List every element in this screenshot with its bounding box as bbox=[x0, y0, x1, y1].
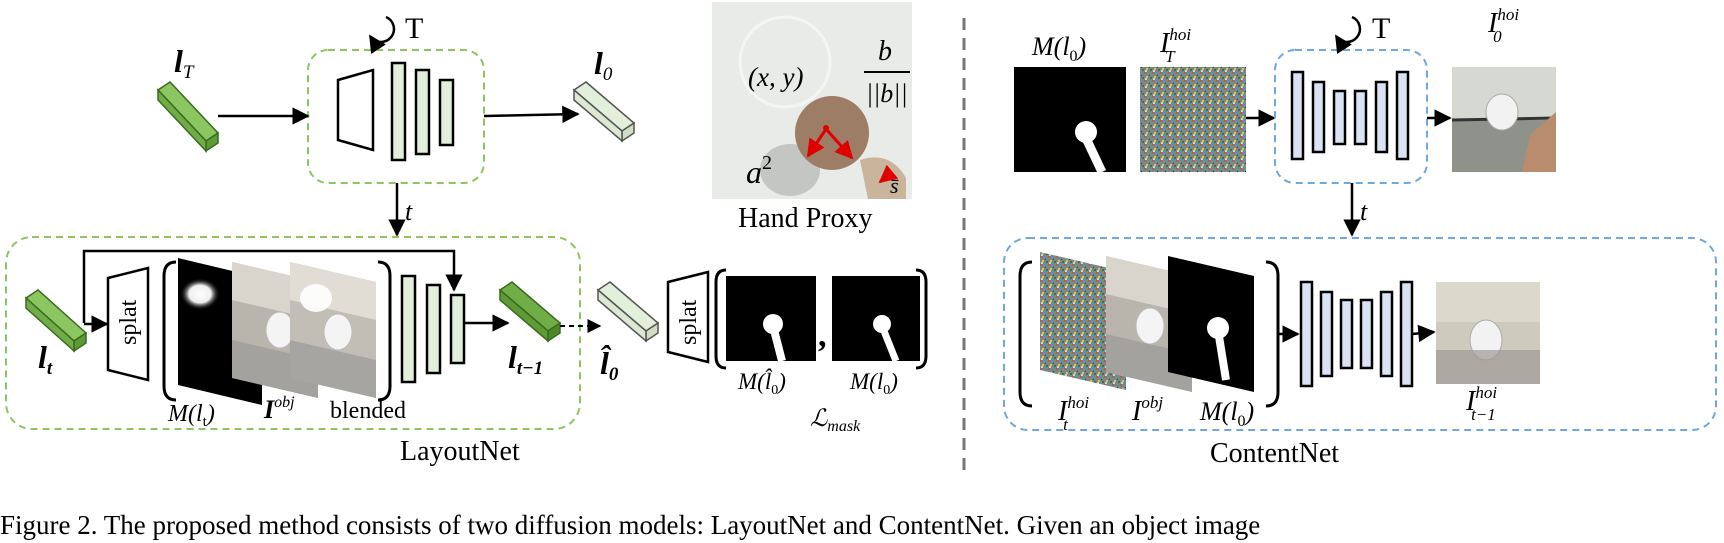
content-top-bar-1 bbox=[1290, 70, 1305, 161]
content-bot-bar-3 bbox=[1339, 298, 1354, 370]
t-label-layout: t bbox=[405, 197, 413, 226]
layout-top-encoder-trapezoid bbox=[336, 68, 375, 152]
arrow-unet-to-Itm1 bbox=[1411, 324, 1436, 343]
content-mask-image-bottom bbox=[1168, 256, 1254, 392]
skip-connection-arrow bbox=[82, 249, 463, 323]
content-loop-arrow-icon bbox=[1334, 15, 1362, 54]
splat-label-1: splat bbox=[116, 299, 142, 345]
layout-top-bar-2 bbox=[414, 68, 431, 156]
layout-bot-bar-2 bbox=[425, 283, 442, 375]
layout-bot-bar-3 bbox=[449, 293, 466, 365]
content-I-obj: Iobj bbox=[1131, 393, 1163, 427]
content-top-bar-2 bbox=[1311, 80, 1326, 154]
noisy-image-t bbox=[1040, 252, 1126, 390]
content-mask-image bbox=[1014, 67, 1126, 174]
l-tm1-label: lt−1 bbox=[508, 339, 543, 379]
l-t-bar bbox=[24, 289, 88, 353]
xy-label: (x, y) bbox=[748, 62, 803, 92]
b-numerator: b bbox=[878, 36, 892, 67]
hand-proxy-group: (x, y) b ||b|| a2 s̄ Hand Proxy bbox=[712, 2, 912, 234]
splat-trapezoid-2 bbox=[666, 270, 710, 364]
mask-lhat0-image bbox=[726, 276, 816, 362]
label-blended: blended bbox=[330, 398, 406, 424]
s-bar-label: s̄ bbox=[890, 173, 899, 198]
content-top-bar-5 bbox=[1374, 80, 1389, 154]
output-image-I0 bbox=[1451, 67, 1557, 172]
mask-l0-image bbox=[832, 276, 920, 363]
content-loop-T: T bbox=[1372, 12, 1390, 45]
l-tm1-bar bbox=[498, 281, 562, 343]
content-bot-bar-2 bbox=[1319, 290, 1334, 378]
content-bot-bar-5 bbox=[1379, 290, 1394, 378]
label-M-lt: M(lt) bbox=[167, 401, 215, 430]
layout-top-bar-3 bbox=[438, 78, 455, 147]
mask-bracket-left bbox=[714, 268, 727, 370]
layout-loop-arrow-icon bbox=[368, 15, 396, 54]
content-bracket-left bbox=[1018, 260, 1033, 408]
b-denominator: ||b|| bbox=[866, 79, 908, 108]
noise-image-T bbox=[1140, 67, 1246, 172]
lhat0-label: l̂0 bbox=[600, 345, 619, 385]
t-label-content: t bbox=[1360, 197, 1368, 226]
l-T-label: lT bbox=[174, 43, 195, 83]
content-M-l0-top: M(l0) bbox=[1031, 32, 1086, 65]
content-bot-bar-4 bbox=[1359, 298, 1374, 370]
splat-trapezoid-1 bbox=[106, 266, 150, 382]
layoutnet-title: LayoutNet bbox=[400, 436, 520, 467]
layout-bracket-right bbox=[377, 260, 392, 402]
content-bot-bar-6 bbox=[1399, 280, 1414, 388]
arrow-denoiser-to-l0 bbox=[483, 105, 580, 124]
contentnet-dashed-box bbox=[1003, 237, 1717, 431]
layoutnet-group: lt splat M(lt) Iobj bbox=[5, 236, 581, 467]
layout-bot-bar-1 bbox=[400, 274, 417, 384]
L-mask-label: ℒmask bbox=[810, 406, 861, 435]
hand-proxy-title: Hand Proxy bbox=[738, 203, 873, 234]
content-top-bar-4 bbox=[1353, 89, 1368, 146]
layout-top-bar-1 bbox=[390, 61, 407, 162]
figure-caption: Figure 2. The proposed method consists o… bbox=[0, 510, 1261, 540]
l-t-label: lt bbox=[38, 339, 53, 379]
l-0-bar bbox=[572, 81, 636, 143]
splat-label-2: splat bbox=[676, 299, 702, 345]
layout-bracket-left bbox=[162, 260, 177, 402]
label-I-obj: Iobj bbox=[263, 394, 295, 424]
contentnet-title: ContentNet bbox=[1210, 438, 1339, 469]
mask-comma: , bbox=[818, 317, 827, 354]
content-top-dashed-box bbox=[1274, 49, 1428, 184]
output-image-Itm1 bbox=[1436, 282, 1540, 384]
hand-disc bbox=[795, 96, 869, 170]
content-top-bar-6 bbox=[1395, 70, 1410, 161]
l-0-label: l0 bbox=[594, 45, 613, 85]
layout-loop-T: T bbox=[405, 12, 423, 45]
l-T-bar bbox=[156, 81, 220, 153]
label-M-lhat0: M(l̂0) bbox=[737, 367, 786, 398]
lhat0-bar bbox=[596, 281, 660, 343]
content-bracket-right bbox=[1265, 260, 1280, 408]
mask-bracket-right bbox=[915, 268, 928, 370]
content-top-bar-3 bbox=[1332, 89, 1347, 146]
content-bot-bar-1 bbox=[1299, 280, 1314, 388]
a2-label: a2 bbox=[746, 152, 772, 190]
content-M-l0-bot: M(l0) bbox=[1199, 397, 1254, 430]
blended-image bbox=[290, 262, 376, 398]
layout-top-group: T lT l0 t bbox=[156, 12, 636, 237]
label-M-l0: M(l0) bbox=[849, 369, 898, 398]
